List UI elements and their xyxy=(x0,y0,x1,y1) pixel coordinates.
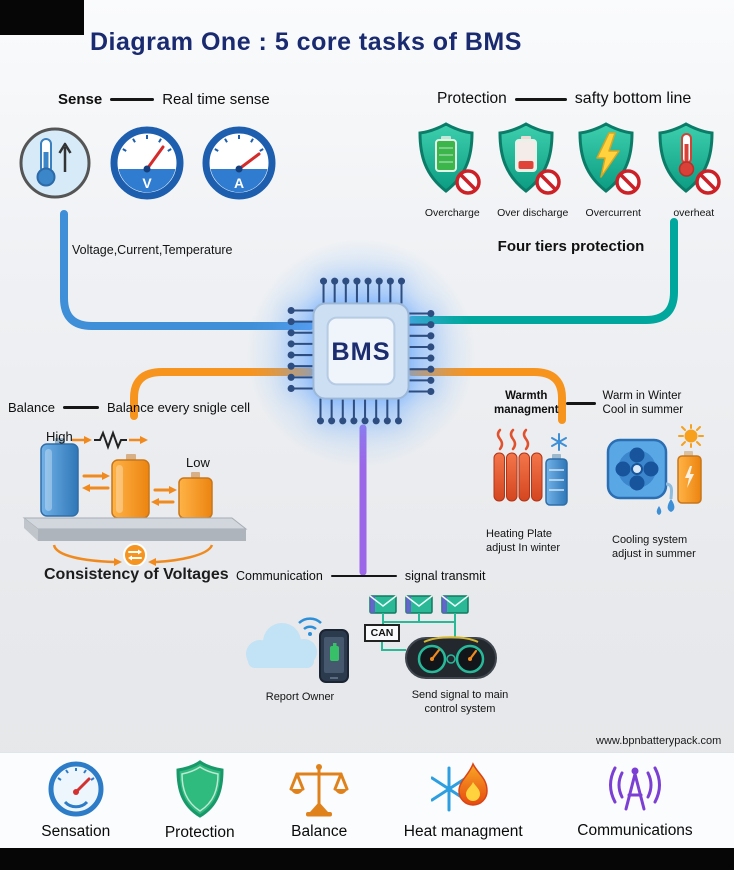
communication-header-line xyxy=(330,574,397,578)
balance-header-line xyxy=(62,406,99,409)
shield-overcurrent-icon xyxy=(578,122,641,195)
shield-icon xyxy=(176,760,224,818)
scales-icon xyxy=(289,764,349,817)
protection-shields xyxy=(414,120,726,200)
phone-icon xyxy=(319,629,349,683)
balance-header: Balance Balance every snigle cell xyxy=(8,400,250,415)
can-label: CAN xyxy=(364,624,400,642)
sense-header: Sense Real time sense xyxy=(58,91,270,108)
wifi-icon xyxy=(298,617,322,636)
sense-label: Sense xyxy=(58,91,103,108)
fan-icon xyxy=(615,447,659,491)
sense-gauges: V A xyxy=(16,124,278,202)
footer-strip: Sensation Protection xyxy=(0,752,734,848)
heating-caption: Heating Plate adjust In winter xyxy=(486,528,560,555)
bottom-black-bar xyxy=(0,848,734,870)
protection-label: Protection xyxy=(437,90,507,107)
balance-label: Balance xyxy=(8,400,55,415)
top-left-black-corner xyxy=(0,0,84,35)
thermometer-gauge-icon xyxy=(19,127,91,199)
protection-item-labels: Overcharge Over discharge Overcurrent ov… xyxy=(412,207,734,219)
footer-item-balance: Balance xyxy=(289,760,349,841)
shield-overheat-icon xyxy=(658,122,721,195)
protection-header-line xyxy=(514,97,567,101)
footer-balance-label: Balance xyxy=(291,823,348,840)
balance-illustration xyxy=(22,430,248,566)
overdischarge-label: Over discharge xyxy=(497,207,569,219)
snowflake-icon xyxy=(551,433,567,451)
footer-communications-label: Communications xyxy=(577,822,693,839)
voltmeter-gauge-icon: V xyxy=(110,126,184,200)
cooling-caption: Cooling system adjust in summer xyxy=(612,534,696,561)
sense-tagline: Real time sense xyxy=(162,91,270,108)
dashboard-icon xyxy=(405,636,497,679)
bms-chip-label: BMS xyxy=(331,338,390,366)
balance-caption: Consistency of Voltages xyxy=(44,566,229,583)
overcharge-label: Overcharge xyxy=(424,207,480,219)
footer-item-protection: Protection xyxy=(165,759,235,842)
protection-header: Protection safty bottom line xyxy=(437,90,691,108)
ammeter-letter: A xyxy=(234,175,244,191)
sense-header-line xyxy=(110,98,155,101)
heating-plate-icon xyxy=(493,428,568,506)
balance-high-label: High xyxy=(46,429,73,444)
footer-item-communications: Communications xyxy=(577,761,693,840)
snowflake-flame-icon xyxy=(431,762,488,812)
warmth-label: Warmth managment xyxy=(494,390,559,417)
water-drop-icon xyxy=(667,499,675,512)
flame-icon xyxy=(458,762,488,806)
cooling-system-icon xyxy=(606,424,704,515)
ammeter-gauge-icon: A xyxy=(202,126,276,200)
antenna-icon xyxy=(608,766,661,811)
protection-tagline: safty bottom line xyxy=(574,90,692,107)
cloud-report-icon xyxy=(246,617,349,683)
sun-icon xyxy=(678,424,704,448)
cloud-icon xyxy=(246,623,317,668)
speedometer-icon xyxy=(48,761,104,817)
communication-header: Communication signal transmit xyxy=(236,569,485,583)
balance-tagline: Balance every snigle cell xyxy=(106,400,251,415)
footer-heat-label: Heat managment xyxy=(403,823,523,840)
footer-protection-label: Protection xyxy=(164,824,235,841)
bus-lines xyxy=(381,613,456,651)
communication-label: Communication xyxy=(236,569,323,583)
warmth-tagline: Warm in Winter Cool in summer xyxy=(602,390,684,417)
shield-overdischarge-icon xyxy=(498,122,561,195)
voltmeter-letter: V xyxy=(142,175,152,191)
website-url: www.bpnbatterypack.com xyxy=(596,735,722,747)
page-title: Diagram One : 5 core tasks of BMS xyxy=(90,28,522,56)
protection-caption: Four tiers protection xyxy=(497,238,645,255)
overheat-label: overheat xyxy=(673,207,715,219)
warmth-header-line xyxy=(565,402,596,405)
communication-tagline: signal transmit xyxy=(404,569,486,583)
send-signal-caption: Send signal to main control system xyxy=(411,689,509,716)
footer-item-sensation: Sensation xyxy=(41,760,110,841)
warmth-header: Warmth managment Warm in Winter Cool in … xyxy=(494,389,683,418)
mail-icons xyxy=(369,595,469,614)
balance-low-label: Low xyxy=(186,455,210,470)
report-owner-caption: Report Owner xyxy=(265,691,335,703)
footer-sensation-label: Sensation xyxy=(41,823,111,840)
shield-overcharge-icon xyxy=(418,122,481,195)
overcurrent-label: Overcurrent xyxy=(585,207,641,219)
bms-chip-icon: BMS xyxy=(287,277,435,425)
footer-item-heat: Heat managment xyxy=(404,760,523,841)
sense-caption: Voltage,Current,Temperature xyxy=(72,243,233,257)
can-bus-illustration xyxy=(369,595,497,679)
